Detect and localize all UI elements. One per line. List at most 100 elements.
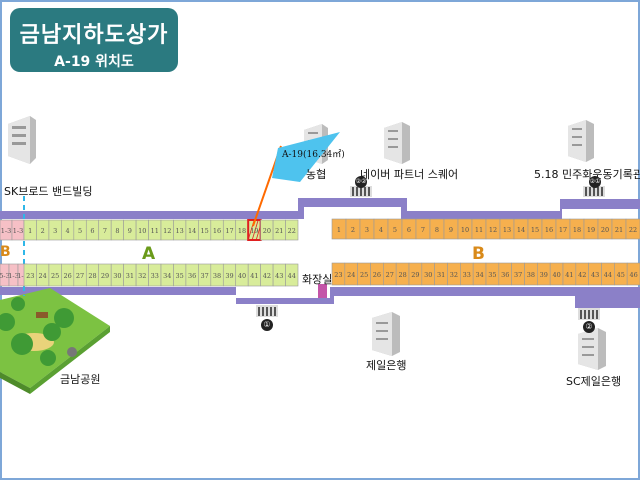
shop-a-bottom (285, 263, 299, 287)
exit-number-22: ②② (355, 176, 367, 188)
shop-number: 35 (488, 271, 496, 279)
exit-stairs-2 (578, 308, 600, 320)
shop-number: 6 (407, 226, 411, 234)
shop-number: 16 (213, 227, 221, 235)
shop-number: 41 (565, 271, 573, 279)
shop-number: 1-3 (13, 227, 23, 235)
shop-number: 39 (225, 272, 233, 280)
shop-number: 9 (128, 227, 132, 235)
shop-number: 32 (450, 271, 458, 279)
shop-number: 35 (176, 272, 184, 280)
shop-number: 1 (28, 227, 32, 235)
toilet-marker (318, 284, 327, 298)
shop-number: 12 (163, 227, 171, 235)
section-a-label: A (142, 244, 156, 264)
shop-number: 5 (78, 227, 82, 235)
title-box: 금남지하도상가 A-19 위치도 (10, 8, 178, 72)
a19-label: A-19(16.34㎡) (282, 150, 345, 160)
shop-number: 22 (629, 226, 637, 234)
shop-number: 7 (103, 227, 107, 235)
shop-number: 15 (200, 227, 208, 235)
exit-stairs-21 (583, 186, 605, 197)
exit-number-2: ② (583, 321, 595, 333)
shop-number: 20 (601, 226, 609, 234)
shop-number: 43 (591, 271, 599, 279)
shop-number: 40 (552, 271, 560, 279)
shop-number: 31 (126, 272, 134, 280)
shop-number: 19 (587, 226, 595, 234)
shop-number: 4 (379, 226, 383, 234)
shop-number: 19 (250, 227, 258, 235)
exit-stairs-1 (256, 305, 278, 317)
landmark-memorial: 5.18 민주화운동기록관 (534, 168, 640, 181)
exit-stairs-22 (350, 186, 372, 197)
exit-number-21: ②① (589, 176, 601, 188)
shop-number: 8 (115, 227, 119, 235)
a19-flag (272, 132, 340, 182)
shop-number: 44 (604, 271, 612, 279)
shop-number: 41 (250, 272, 258, 280)
shop-number: 29 (101, 272, 109, 280)
shop-number: 28 (88, 272, 96, 280)
shop-number: 38 (213, 272, 221, 280)
shop-number: 14 (517, 226, 525, 234)
shop-number: 18 (238, 227, 246, 235)
shop-number: 46 (629, 271, 637, 279)
shop-number: 34 (475, 271, 483, 279)
park-area (0, 288, 110, 394)
shop-number: 33 (463, 271, 471, 279)
shop-number: 30 (424, 271, 432, 279)
shop-number: 10 (138, 227, 146, 235)
landmark-naver: 네이버 파트너 스퀘어 (360, 168, 459, 181)
shop-number: 1-3 (17, 272, 27, 280)
shop-number: 38 (527, 271, 535, 279)
shop-number: 20 (263, 227, 271, 235)
shop-number: 37 (514, 271, 522, 279)
shop-number: 18 (573, 226, 581, 234)
shop-number: 2 (41, 227, 45, 235)
shop-number: 13 (503, 226, 511, 234)
shop-number: 1-3 (8, 272, 18, 280)
shop-number: 30 (113, 272, 121, 280)
landmark-sc-bank: SC제일은행 (566, 375, 622, 388)
shop-number: 10 (461, 226, 469, 234)
building-icon-jeil (372, 312, 400, 356)
shop-number: 1 (337, 226, 341, 234)
a19-hatch (251, 219, 259, 241)
title-sub: A-19 위치도 (54, 54, 134, 70)
shop-number: 39 (540, 271, 548, 279)
shop-number: 1-3 (1, 227, 11, 235)
shop-number: 42 (578, 271, 586, 279)
building-icon-sc (578, 328, 606, 370)
title-main: 금남지하도상가 (19, 23, 169, 48)
bottom-corridor-wall (0, 287, 640, 304)
landmark-sk-broad: SK브로드 밴드빌딩 (4, 185, 93, 198)
shop-number: 24 (347, 271, 355, 279)
shop-number: 13 (176, 227, 184, 235)
landmark-nonghyup: 농협 (306, 168, 327, 181)
shop-number: 36 (501, 271, 509, 279)
section-b-label: B (472, 244, 485, 264)
shop-number: 43 (275, 272, 283, 280)
shop-a-top (285, 219, 299, 241)
shop-number: 15 (531, 226, 539, 234)
section-left-label: B (0, 244, 11, 260)
landmark-jeil-bank: 제일은행 (366, 359, 407, 372)
building-icon-naver (384, 122, 410, 164)
landmark-toilet: 화장실 (302, 273, 333, 286)
shop-number: 11 (151, 227, 159, 235)
shop-number: 6 (90, 227, 94, 235)
shop-number: 27 (386, 271, 394, 279)
shop-number: 26 (63, 272, 71, 280)
shop-number: 16 (545, 226, 553, 234)
building-icon-memorial (568, 120, 594, 162)
shop-number: 14 (188, 227, 196, 235)
building-icon-sk (8, 116, 36, 164)
shop-number: 5 (393, 226, 397, 234)
exit-number-1: ① (261, 319, 273, 331)
shop-number: 27 (76, 272, 84, 280)
shop-number: 22 (288, 227, 296, 235)
shop-number: 29 (411, 271, 419, 279)
shop-number: 28 (398, 271, 406, 279)
shop-number: 40 (238, 272, 246, 280)
